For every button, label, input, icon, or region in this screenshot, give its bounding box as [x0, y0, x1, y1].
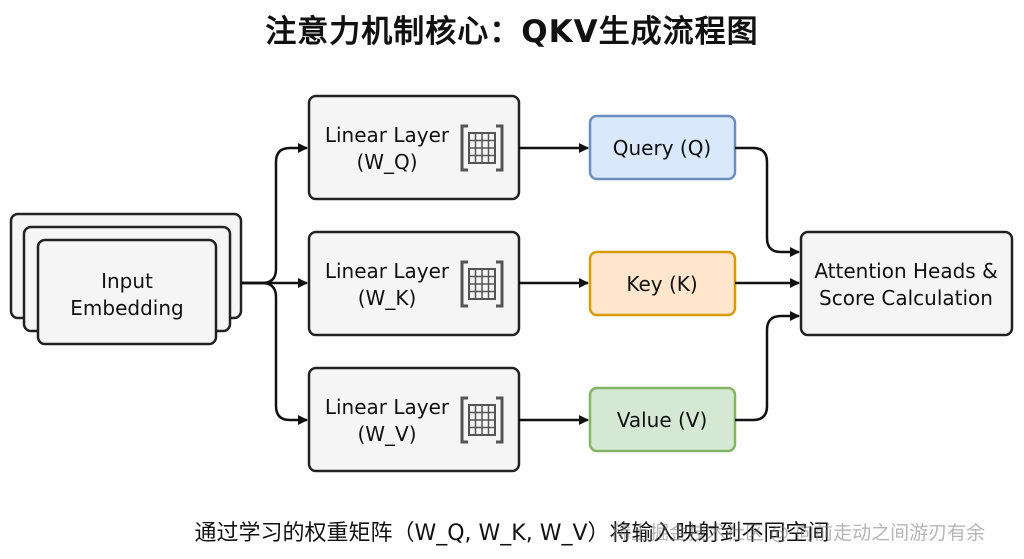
watermark: 稀土掘金技术社区 @ 向前走动之间游刃有余 — [612, 522, 986, 544]
input-label-line1: Input — [101, 269, 153, 293]
edge-input-to-linear-q — [241, 143, 308, 285]
edge-value-to-attention — [735, 311, 800, 422]
linear-v-label-line1: Linear Layer — [325, 395, 450, 419]
attention-label-line2: Score Calculation — [819, 286, 993, 310]
linear-q-label-line2: (W_Q) — [356, 150, 417, 174]
value-node: Value (V) — [588, 386, 737, 453]
key-label: Key (K) — [626, 272, 697, 296]
input-label-line2: Embedding — [70, 296, 183, 320]
matrix-grid-icon — [460, 124, 504, 172]
linear-layer-q-node: Linear Layer (W_Q) — [307, 94, 521, 201]
query-label: Query (Q) — [613, 136, 712, 160]
diagram-caption: 通过学习的权重矩阵（W_Q, W_K, W_V）将输入映射到不同空间 — [194, 521, 830, 546]
matrix-grid-icon — [460, 260, 504, 308]
edges — [241, 143, 800, 425]
linear-k-label-line1: Linear Layer — [325, 259, 450, 283]
query-node: Query (Q) — [588, 114, 737, 181]
diagram-title: 注意力机制核心：QKV生成流程图 — [265, 14, 759, 50]
value-label: Value (V) — [617, 408, 708, 432]
linear-k-label-line2: (W_K) — [358, 286, 417, 310]
input-embedding-node: Input Embedding — [9, 212, 243, 346]
key-node: Key (K) — [588, 250, 737, 317]
linear-q-label-line1: Linear Layer — [325, 123, 450, 147]
linear-layer-v-node: Linear Layer (W_V) — [307, 366, 521, 473]
attention-label-line1: Attention Heads & — [814, 259, 997, 283]
matrix-grid-icon — [460, 396, 504, 444]
attention-heads-node: Attention Heads & Score Calculation — [799, 230, 1014, 337]
edge-input-to-linear-v — [241, 281, 308, 425]
linear-layer-k-node: Linear Layer (W_K) — [307, 230, 521, 337]
edge-query-to-attention — [735, 146, 800, 257]
linear-v-label-line2: (W_V) — [357, 422, 416, 446]
